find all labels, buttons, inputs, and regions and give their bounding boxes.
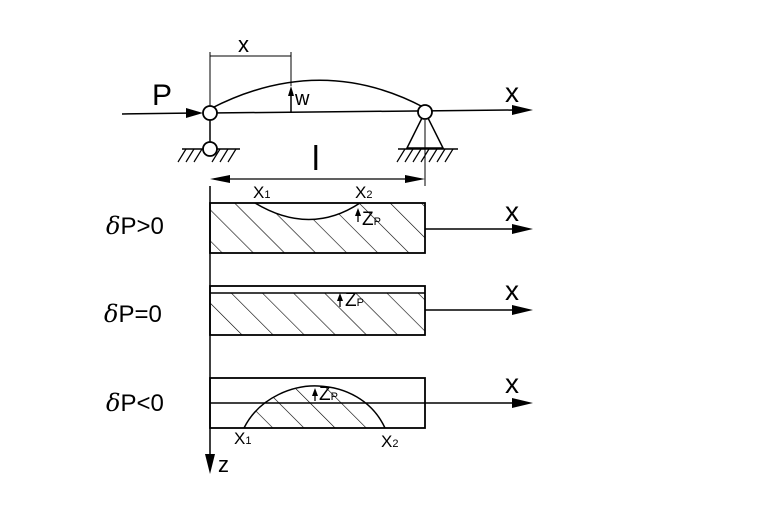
position-x2-label: X2 xyxy=(355,183,372,202)
left-ground-icon xyxy=(177,148,240,163)
right-hinge-icon xyxy=(417,104,433,120)
force-arrowhead xyxy=(186,108,203,118)
condition-label: δP=0 xyxy=(104,300,162,328)
span-label: l xyxy=(312,140,320,178)
x2-label: X2 xyxy=(381,432,398,451)
beam-axis-arrowhead xyxy=(512,105,533,115)
panel-axis-label: x xyxy=(505,275,519,306)
force-label: P xyxy=(152,79,172,112)
zp-label: ZP xyxy=(345,290,364,311)
plastic-zone-hatch xyxy=(210,293,425,335)
z-axis-arrowhead xyxy=(205,454,215,474)
left-support-hinge-icon xyxy=(202,141,218,157)
zone-boundary-curve xyxy=(243,385,386,429)
zp-label: ZP xyxy=(362,209,381,230)
left-hinge-icon xyxy=(202,105,218,121)
zp-label: ZP xyxy=(319,384,338,405)
beam-scheme: P x w x xyxy=(121,32,533,202)
x1-label: X1 xyxy=(234,429,251,448)
section-rect xyxy=(209,202,426,254)
panel-positive: δP>0 x ZP xyxy=(106,196,533,254)
plastic-zone-hatch xyxy=(244,385,385,428)
panel-axis-label: x xyxy=(505,368,519,399)
x-dimension-label: x xyxy=(238,32,249,57)
condition-label: δP>0 xyxy=(106,212,164,240)
deflection-curve xyxy=(209,79,426,110)
plastic-zone-hatch xyxy=(210,203,425,253)
right-ground-icon xyxy=(396,148,458,163)
force-arrow xyxy=(121,112,197,115)
panel-zero: δP=0 x ZP xyxy=(104,275,533,336)
z-axis-label: z xyxy=(218,452,229,477)
panel-negative: δP<0 x ZP X1 X2 xyxy=(106,368,533,451)
condition-label: δP<0 xyxy=(106,389,164,417)
position-x1-label: X1 xyxy=(253,183,270,202)
panel-axis-label: x xyxy=(505,196,519,227)
zone-boundary-curve xyxy=(254,202,361,221)
beam-axis-label: x xyxy=(505,77,519,108)
beam-axis xyxy=(209,109,516,114)
deflection-label: w xyxy=(294,88,310,110)
